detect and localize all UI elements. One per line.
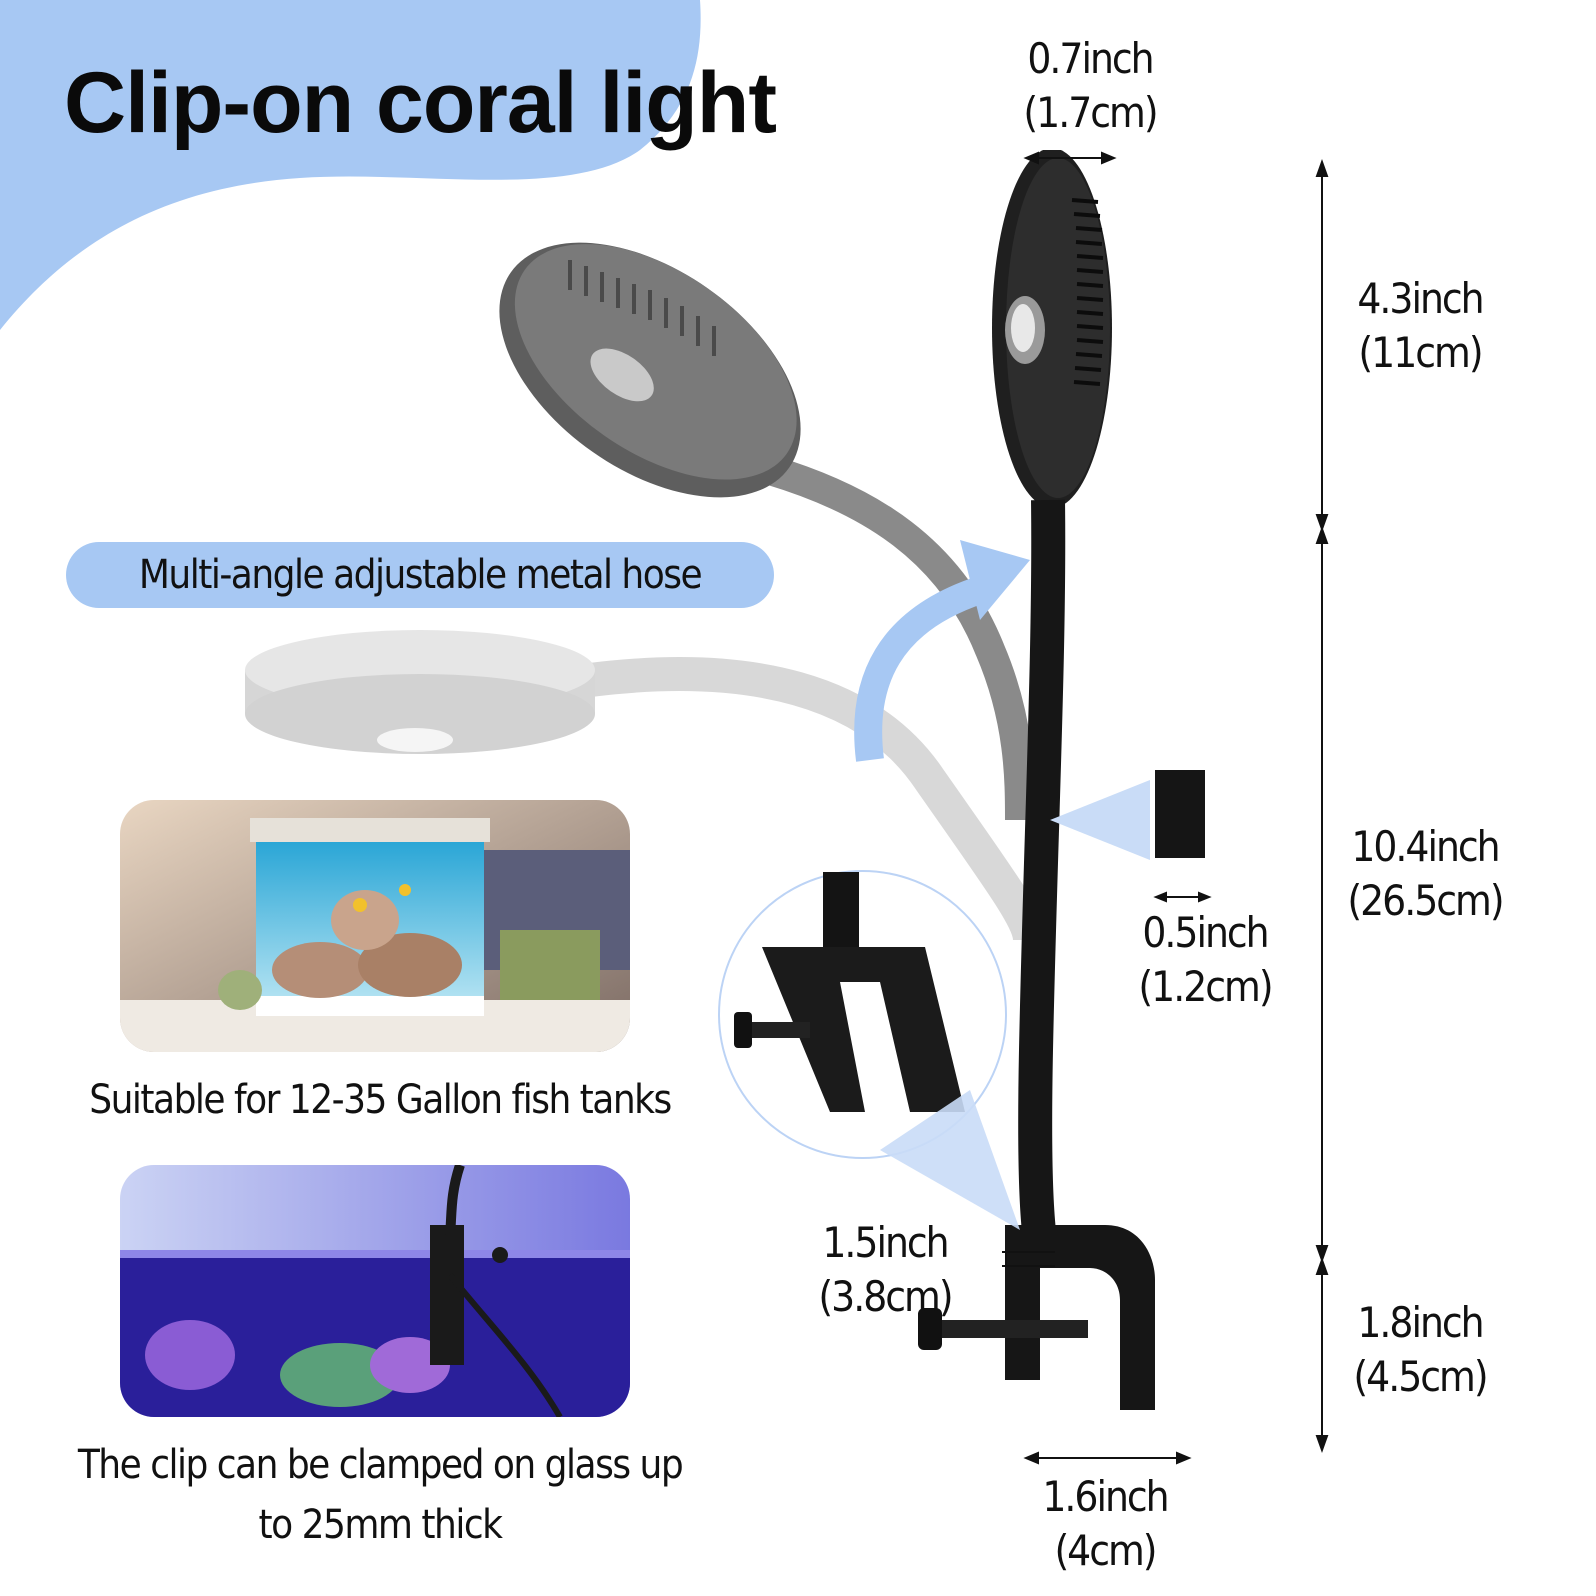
clip-photo-caption-line1: The clip can be clamped on glass up [77,1442,684,1488]
dim-clip-width-cm: (4cm) [1054,1526,1157,1575]
dim-hose-diameter-inch: 0.5inch [1142,908,1269,957]
dim-hose-diameter-cm: (1.2cm) [1138,962,1273,1011]
hose-diameter-callout [1050,770,1205,860]
dim-clip-opening-cm: (3.8cm) [818,1272,953,1321]
clip-photo-caption-line2: to 25mm thick [258,1502,503,1548]
dim-clip-height-cm: (4.5cm) [1353,1352,1488,1401]
lamp-hose [1018,499,1066,1243]
clamp-zoom-illustration [734,872,965,1112]
dim-hose-length-cm: (26.5cm) [1347,876,1504,925]
dim-clip-height-inch: 1.8inch [1357,1298,1484,1347]
main-lamp-illustration [918,150,1155,1410]
dim-hose-diameter: 0.5inch (1.2cm) [1120,906,1290,1014]
dim-hose-length-inch: 10.4inch [1351,822,1500,871]
tank-photo [120,800,630,1052]
ghost-lamp-light-head [245,630,595,754]
dim-head-height-cm: (11cm) [1358,328,1483,377]
dim-hose-length: 10.4inch (26.5cm) [1335,820,1515,928]
ghost-lamp-dark-head [499,242,801,498]
dim-clip-width-inch: 1.6inch [1042,1472,1169,1521]
dim-clip-width: 1.6inch (4cm) [1020,1470,1190,1578]
dim-clip-opening: 1.5inch (3.8cm) [800,1216,970,1324]
dim-head-height-inch: 4.3inch [1357,274,1484,323]
rotation-arrow-icon [854,576,985,762]
header-background-shape [0,0,701,330]
page-title: Clip-on coral light [64,55,777,151]
feature-pill-label: Multi-angle adjustable metal hose [138,552,703,598]
dim-head-thickness-inch: 0.7inch [1027,34,1154,83]
dim-head-thickness-cm: (1.7cm) [1023,88,1158,137]
dim-head-height: 4.3inch (11cm) [1335,272,1505,380]
dim-clip-opening-inch: 1.5inch [822,1218,949,1267]
clip-photo-caption: The clip can be clamped on glass up to 2… [40,1435,720,1555]
clip-photo [120,1165,630,1417]
dim-clip-height: 1.8inch (4.5cm) [1335,1296,1505,1404]
ghost-lamps-illustration [245,242,1047,940]
zoom-callout-pointer [880,1090,1020,1230]
tank-photo-caption: Suitable for 12-35 Gallon fish tanks [89,1077,672,1123]
lamp-clamp [1005,1225,1155,1410]
dim-head-thickness: 0.7inch (1.7cm) [1010,32,1170,140]
feature-pill-background [66,542,774,608]
